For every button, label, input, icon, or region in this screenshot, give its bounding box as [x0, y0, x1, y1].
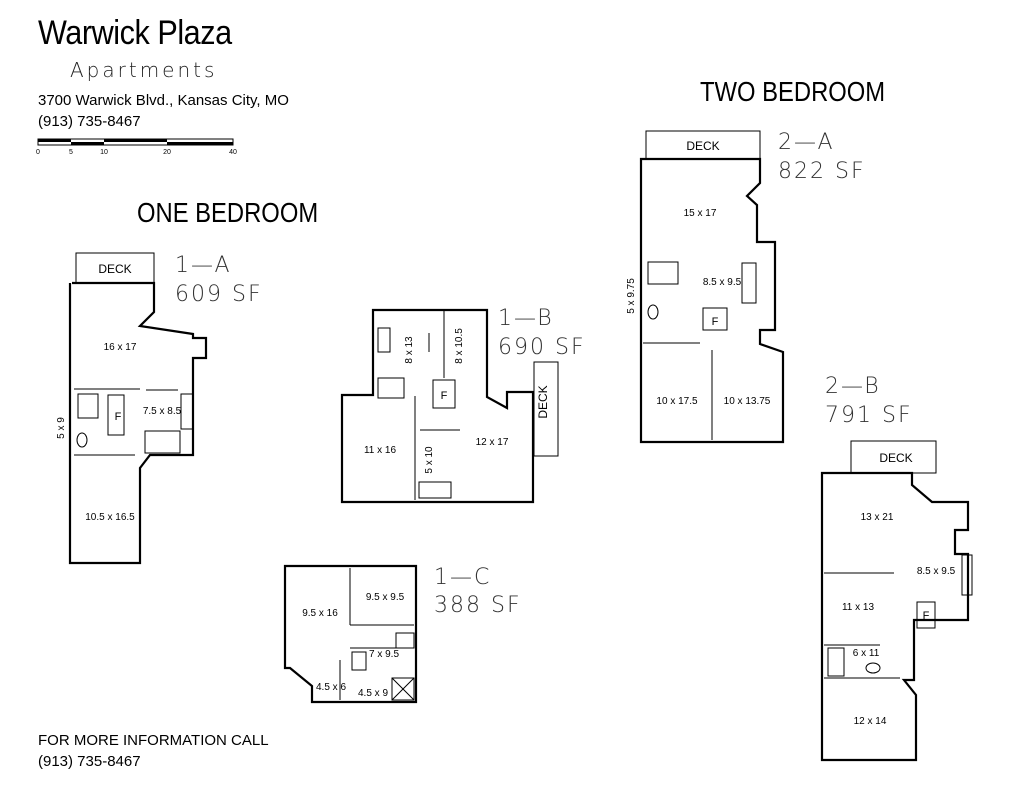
deck-label: DECK [536, 385, 550, 418]
unit-2a-area: 822 SF [778, 159, 866, 184]
room-kitchen: 7 x 9.5 [369, 649, 399, 660]
unit-2a-plan: DECK F 15 x 17 8.5 x 9.5 5 x 9.75 10 x 1… [626, 130, 785, 444]
unit-1b-plan: DECK F 8 x 13 8 x 10.5 11 x 16 5 x 10 12… [340, 308, 559, 504]
unit-2b-plan: DECK F 13 x 21 8.5 x 9.5 11 x 13 6 x 11 … [820, 440, 973, 762]
room-bedroom-2: 12 x 14 [854, 716, 887, 727]
deck-label: DECK [686, 139, 719, 153]
room-living: 12 x 17 [476, 437, 509, 448]
scale-tick-5: 5 [69, 149, 73, 156]
room-bedroom-2: 10 x 13.75 [724, 396, 771, 407]
unit-2b-area: 791 SF [825, 403, 913, 428]
room-bath: 5 x 9.75 [626, 278, 637, 314]
footer-phone: (913) 735-8467 [38, 753, 141, 770]
room-living: 16 x 17 [104, 342, 137, 353]
footer-call-text: FOR MORE INFORMATION CALL [38, 732, 269, 749]
property-subtitle: Apartments [70, 58, 218, 82]
fireplace-label: F [441, 390, 448, 402]
fireplace-label: F [923, 610, 930, 622]
fireplace-label: F [712, 316, 719, 328]
room-bath: 6 x 11 [853, 648, 880, 659]
unit-2b-name: 2—B [825, 374, 881, 399]
deck-label: DECK [879, 451, 912, 465]
room-bedroom: 11 x 16 [364, 445, 396, 456]
unit-2a-name: 2—A [778, 130, 835, 155]
unit-1a-name: 1—A [175, 253, 232, 278]
room-kitchen: 8.5 x 9.5 [917, 566, 956, 577]
scale-tick-40: 40 [229, 149, 237, 156]
room-kitchen: 7.5 x 8.5 [143, 406, 182, 417]
unit-1a-plan: DECK F 16 x 17 7.5 x 8.5 5 x 9 10.5 x 16… [56, 252, 208, 565]
scale-tick-0: 0 [36, 149, 40, 156]
fireplace-label: F [115, 411, 122, 423]
unit-1b-area: 690 SF [498, 335, 586, 360]
room-living: 9.5 x 16 [302, 608, 338, 619]
property-address: 3700 Warwick Blvd., Kansas City, MO [38, 92, 289, 109]
unit-1c-name: 1—C [434, 565, 492, 590]
room-bedroom-1: 10 x 17.5 [656, 396, 698, 407]
scale-tick-20: 20 [163, 149, 171, 156]
room-dining: 8 x 10.5 [454, 328, 465, 364]
room-bedroom: 10.5 x 16.5 [85, 512, 135, 523]
unit-1b-name: 1—B [498, 306, 554, 331]
room-bath: 5 x 9 [56, 417, 67, 439]
room-kitchen: 8 x 13 [404, 336, 415, 364]
scale-bar: 0 5 10 20 40 [36, 138, 237, 156]
room-living: 15 x 17 [684, 208, 717, 219]
scale-tick-10: 10 [100, 149, 108, 156]
two-bedroom-heading: TWO BEDROOM [700, 76, 886, 107]
room-kitchen: 8.5 x 9.5 [703, 277, 742, 288]
room-bath: 5 x 10 [424, 446, 435, 474]
property-title: Warwick Plaza [38, 14, 232, 52]
property-phone: (913) 735-8467 [38, 113, 141, 130]
unit-1c-area: 388 SF [434, 593, 522, 618]
one-bedroom-heading: ONE BEDROOM [137, 197, 319, 228]
room-bedroom-1: 11 x 13 [842, 602, 874, 613]
room-closet: 4.5 x 6 [316, 682, 346, 693]
unit-1c-plan: 9.5 x 16 9.5 x 9.5 7 x 9.5 4.5 x 6 4.5 x… [283, 564, 418, 704]
room-bath: 4.5 x 9 [358, 688, 388, 699]
deck-label: DECK [98, 262, 131, 276]
unit-1a-area: 609 SF [175, 282, 263, 307]
room-living: 13 x 21 [861, 512, 894, 523]
room-bedroom: 9.5 x 9.5 [366, 592, 405, 603]
